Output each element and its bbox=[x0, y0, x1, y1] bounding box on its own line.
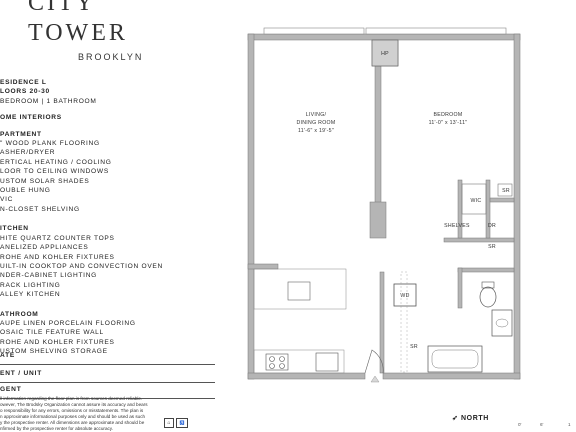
wic-label: WIC bbox=[471, 198, 482, 204]
north-arrow-icon: ➶ bbox=[452, 415, 459, 422]
hp-label: HP bbox=[381, 51, 389, 57]
bedroom-dims: 11'-0" x 13'-11" bbox=[429, 120, 468, 126]
disclaimer-line: nfirmed by the prospective renter for ab… bbox=[0, 426, 114, 431]
unit-label: ENT / UNIT bbox=[0, 370, 43, 377]
scale-bar: 0' 6' 1 bbox=[518, 422, 576, 430]
vanity bbox=[491, 309, 513, 337]
entry-door bbox=[364, 349, 384, 374]
feature-item: ANELIZED APPLIANCES bbox=[0, 244, 89, 252]
bedroom-label: BEDROOM bbox=[434, 112, 463, 118]
disclaimer-line: n approximate informational purposes onl… bbox=[0, 414, 146, 419]
residence-name: ESIDENCE L bbox=[0, 79, 47, 86]
residence-layout: BEDROOM | 1 BATHROOM bbox=[0, 97, 97, 105]
section-heading: PARTMENT bbox=[0, 130, 42, 138]
north-label: NORTH bbox=[461, 415, 489, 422]
washer-dryer bbox=[393, 283, 417, 307]
feature-item: AUPE LINEN PORCELAIN FLOORING bbox=[0, 319, 136, 327]
brand-city: CITY bbox=[28, 0, 96, 16]
disclaimer-line: owever, The Brodsky Organization cannot … bbox=[0, 402, 148, 407]
feature-item: ALLEY KITCHEN bbox=[0, 291, 61, 299]
agent-label: GENT bbox=[0, 386, 22, 393]
equal-housing-icon: ⌂ bbox=[164, 418, 174, 428]
north-indicator: ➶ NORTH bbox=[452, 414, 489, 422]
brand-location: BROOKLYN bbox=[78, 52, 144, 62]
unit-field[interactable]: ENT / UNIT bbox=[0, 370, 215, 383]
feature-item: ROHE AND KOHLER FIXTURES bbox=[0, 338, 115, 346]
disclaimer: ll information regarding the floor plan … bbox=[0, 396, 162, 432]
agent-field[interactable]: GENT bbox=[0, 386, 215, 399]
disclaimer-line: ll information regarding the floor plan … bbox=[0, 396, 143, 401]
feature-item: ROHE AND KOHLER FIXTURES bbox=[0, 253, 115, 261]
refrigerator bbox=[315, 352, 339, 372]
living-label-2: DINING ROOM bbox=[296, 120, 335, 126]
feature-item: ERTICAL HEATING / COOLING bbox=[0, 158, 112, 166]
shelves-label: SHELVES bbox=[444, 223, 470, 229]
feature-item: N-CLOSET SHELVING bbox=[0, 205, 80, 213]
section-heading: ATHROOM bbox=[0, 310, 39, 318]
date-label: ATE bbox=[0, 352, 16, 359]
accessibility-icon: ♿ bbox=[176, 418, 188, 428]
feature-item: OUBLE HUNG bbox=[0, 187, 51, 195]
toilet bbox=[479, 286, 497, 308]
section-heading: ITCHEN bbox=[0, 225, 29, 233]
date-field[interactable]: ATE bbox=[0, 352, 215, 365]
scale-6: 6' bbox=[540, 422, 544, 427]
sr-label-3: SR bbox=[410, 344, 418, 350]
feature-item: RACK LIGHTING bbox=[0, 281, 61, 289]
wd-label: WD bbox=[400, 293, 409, 299]
residence-floors: LOORS 20-30 bbox=[0, 88, 50, 96]
bathtub bbox=[427, 345, 483, 373]
scale-end: 1 bbox=[568, 422, 571, 427]
home-interiors-heading: OME INTERIORS bbox=[0, 114, 62, 122]
sr-label-2: SR bbox=[488, 244, 496, 250]
feature-item: USTOM SHELVING STORAGE bbox=[0, 348, 108, 356]
disclaimer-line: y the prospective renter. All dimensions… bbox=[0, 420, 145, 425]
kitchen-sink bbox=[287, 281, 311, 301]
feature-item: ASHER/DRYER bbox=[0, 149, 56, 157]
feature-item: USTOM SOLAR SHADES bbox=[0, 177, 90, 185]
feature-item: " WOOD PLANK FLOORING bbox=[0, 140, 100, 148]
disclaimer-line: o responsibility for any errors, omissio… bbox=[0, 408, 144, 413]
feature-item: UILT-IN COOKTOP AND CONVECTION OVEN bbox=[0, 262, 163, 270]
living-label-1: LIVING/ bbox=[306, 112, 327, 118]
brand-tower: TOWER bbox=[28, 20, 128, 46]
residence-info: ESIDENCE L LOORS 20-30 BEDROOM | 1 BATHR… bbox=[0, 78, 215, 367]
feature-item: OSAIC TILE FEATURE WALL bbox=[0, 329, 104, 337]
sr-label-1: SR bbox=[502, 188, 510, 194]
scale-0: 0' bbox=[518, 422, 522, 427]
feature-item: NDER-CABINET LIGHTING bbox=[0, 272, 98, 280]
living-dims: 11'-6" x 19'-5" bbox=[298, 128, 334, 134]
heat-pump-unit bbox=[371, 39, 399, 67]
feature-item: LOOR TO CEILING WINDOWS bbox=[0, 168, 109, 176]
dr-label: DR bbox=[488, 223, 496, 229]
cooktop bbox=[265, 353, 289, 371]
feature-item: VIC bbox=[0, 196, 14, 204]
feature-item: HITE QUARTZ COUNTER TOPS bbox=[0, 234, 115, 242]
